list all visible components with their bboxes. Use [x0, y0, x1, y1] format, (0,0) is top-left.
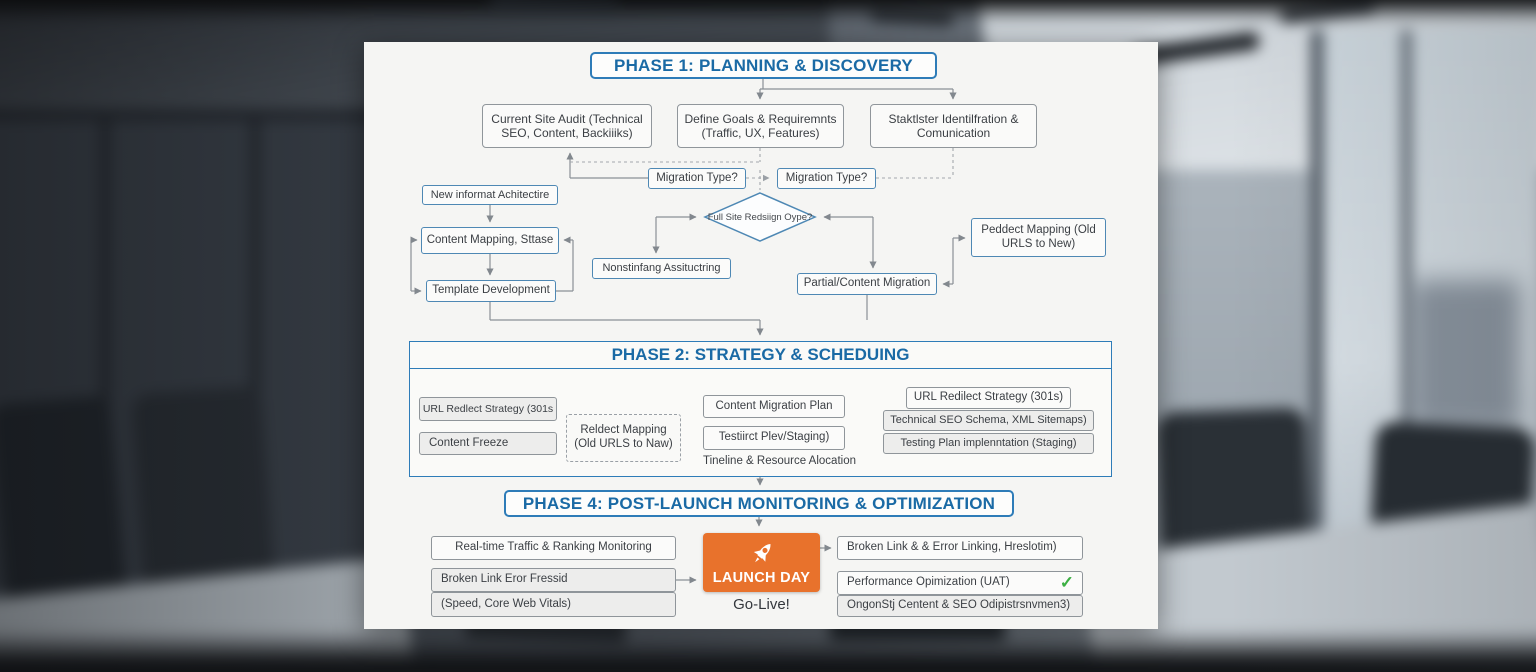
node-redirect-mapping-right: Peddect Mapping (Old URLS to New)	[971, 218, 1106, 257]
node-speed-core-web-vitals: (Speed, Core Web Vitals)	[431, 592, 676, 617]
node-partial-content-migration: Partial/Content Migration	[797, 273, 937, 295]
node-content-mapping: Content Mapping, Sttase	[421, 227, 559, 254]
node-migration-type-left: Migration Type?	[648, 168, 746, 189]
node-template-development: Template Development	[426, 280, 556, 302]
node-migration-type-right: Migration Type?	[777, 168, 876, 189]
node-current-site-audit: Current Site Audit (Technical SEO, Conte…	[482, 104, 652, 148]
node-define-goals: Define Goals & Requiremnts (Traffic, UX,…	[677, 104, 844, 148]
node-performance-optimization: Performance Opimization (UAT) ✓	[837, 571, 1083, 595]
node-stakeholder-identification: Staktlster Identilfration & Comunication	[870, 104, 1037, 148]
node-url-redirect-strategy-left: URL Redlect Strategy (301s	[419, 397, 557, 421]
node-broken-link-left: Broken Link Eror Fressid	[431, 568, 676, 592]
node-restructuring: Nonstinfang Assituctring	[592, 258, 731, 279]
phase2-header: PHASE 2: STRATEGY & SCHEDUING	[409, 341, 1112, 369]
phase1-header: PHASE 1: PLANNING & DISCOVERY	[590, 52, 937, 79]
node-full-site-redesign-decision: Full Site Redsiign Oype?	[707, 212, 813, 224]
go-live-label: Go-Live!	[733, 596, 790, 613]
performance-label: Performance Opimization (UAT)	[847, 576, 1010, 589]
node-ongoing-optimization: OngonStj Centent & SEO Odipistrsnvmen3)	[837, 595, 1083, 617]
node-technical-seo: Technical SEO Schema, XML Sitemaps)	[883, 410, 1094, 431]
launch-day-label: LAUNCH DAY	[712, 570, 811, 586]
node-testing-plan: Testing Plan implenntation (Staging)	[883, 433, 1094, 454]
node-realtime-monitoring: Real-time Traffic & Ranking Monitoring	[431, 536, 676, 560]
node-url-redirect-strategy-right: URL Redilect Strategy (301s)	[906, 387, 1071, 409]
flowchart-panel: PHASE 1: PLANNING & DISCOVERY Current Si…	[364, 42, 1158, 629]
node-redirect-mapping-dashed: Reldect Mapping (Old URLS to Naw)	[566, 414, 681, 462]
launch-day-box: LAUNCH DAY	[703, 533, 820, 592]
node-broken-link-right: Broken Link & & Error Linking, Hreslotim…	[837, 536, 1083, 560]
node-content-migration-plan: Content Migration Plan	[703, 395, 845, 418]
timeline-resource-label: Tineline & Resource Alocation	[703, 455, 856, 467]
node-new-information-architecture: New informat Achitectire	[422, 185, 558, 205]
rocket-icon	[753, 543, 770, 563]
node-testing-env: Testiirct Plev/Staging)	[703, 426, 845, 450]
phase4-header: PHASE 4: POST-LAUNCH MONITORING & OPTIMI…	[504, 490, 1014, 517]
check-icon: ✓	[1059, 572, 1074, 592]
city-skyline	[1410, 280, 1520, 430]
node-content-freeze: Content Freeze	[419, 432, 557, 455]
